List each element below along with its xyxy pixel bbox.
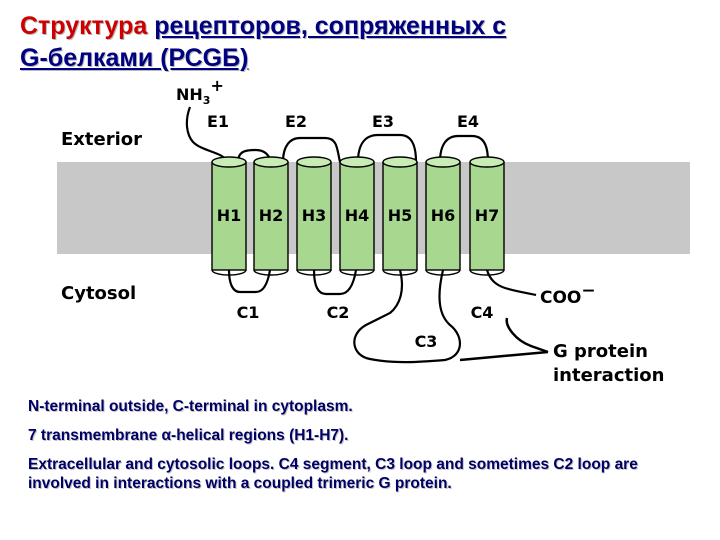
c-terminus-label: COO−	[540, 281, 596, 308]
loop-c3	[354, 270, 460, 362]
helix-label-h6: H6	[431, 206, 456, 225]
pointer-to-c4	[507, 318, 548, 352]
helix-h3-top	[297, 157, 331, 167]
helix-h2-bottom	[254, 270, 288, 275]
loop-label-c2: C2	[327, 303, 350, 322]
gpcr-topology-diagram: H1 H2 H3 H4 H5 H6 H7 E1 E2 E3 E4 C1 C2 C…	[0, 0, 720, 400]
loop-label-e3: E3	[372, 112, 394, 131]
exterior-label: Exterior	[61, 129, 142, 150]
helix-h7-top	[470, 157, 504, 167]
helix-label-h7: H7	[475, 206, 500, 225]
loop-label-e2: E2	[285, 112, 307, 131]
notes-block: N-terminal outside, C-terminal in cytopl…	[28, 397, 688, 503]
note-terminals: N-terminal outside, C-terminal in cytopl…	[28, 397, 688, 416]
loop-c1	[229, 270, 270, 292]
helix-h6-top	[426, 157, 460, 167]
loop-label-e1: E1	[207, 112, 229, 131]
g-protein-pointers	[460, 318, 548, 360]
helix-h4-bottom	[340, 270, 374, 275]
helix-h1-top	[212, 157, 246, 167]
loop-label-e4: E4	[457, 112, 479, 131]
loop-c4	[487, 270, 536, 295]
n-terminus-label: NH3+	[176, 76, 224, 107]
g-protein-label-line2: interaction	[553, 365, 664, 386]
helix-h5-top	[383, 157, 417, 167]
note-helices: 7 transmembrane α-helical regions (H1-H7…	[28, 426, 688, 445]
pointer-to-c3	[460, 352, 548, 360]
cytosol-label: Cytosol	[61, 283, 136, 304]
helix-label-h1: H1	[217, 206, 242, 225]
loop-label-c4: C4	[471, 303, 494, 322]
helix-label-h5: H5	[388, 206, 413, 225]
helix-label-h4: H4	[345, 206, 370, 225]
loop-c2	[314, 270, 356, 294]
helix-h4-top	[340, 157, 374, 167]
g-protein-label-line1: G protein	[553, 341, 648, 362]
loop-label-c1: C1	[237, 303, 260, 322]
helix-label-h3: H3	[302, 206, 327, 225]
helix-h2-top	[254, 157, 288, 167]
loop-label-c3: C3	[415, 332, 438, 351]
helix-label-h2: H2	[259, 206, 284, 225]
note-loops: Extracellular and cytosolic loops. C4 se…	[28, 455, 688, 493]
